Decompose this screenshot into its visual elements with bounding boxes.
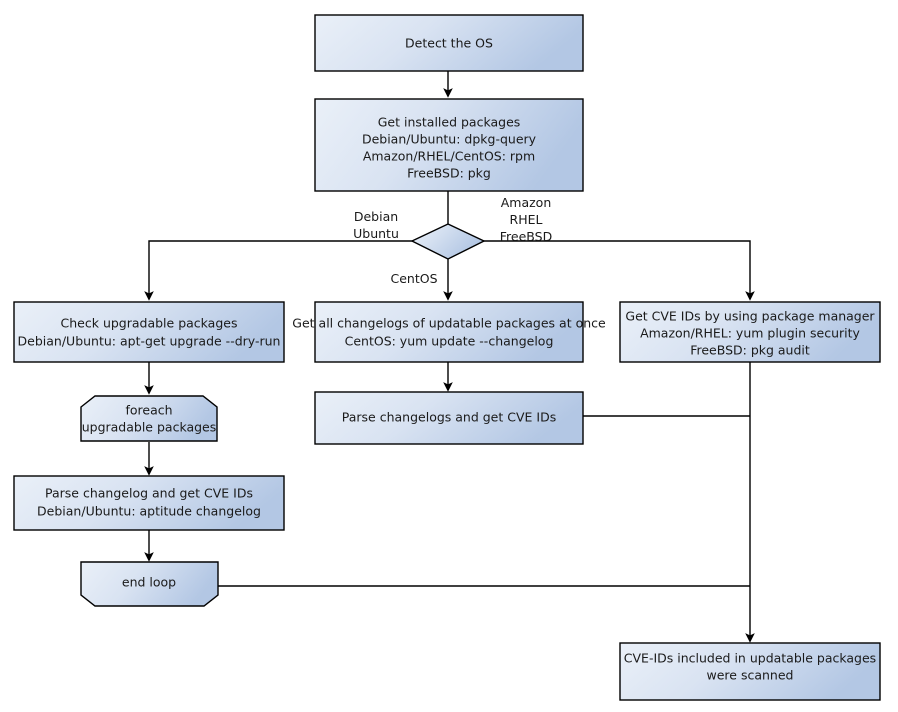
scanned-result-line1: CVE-IDs included in updatable packages (624, 651, 876, 666)
check-upgradable-box[interactable] (13, 301, 285, 363)
get-cve-ids-pkgmgr-line2: Amazon/RHEL: yum plugin security (640, 326, 860, 341)
edge-decision-to-rhel (482, 240, 755, 301)
node-foreach-loop[interactable]: foreach upgradable packages (80, 395, 218, 442)
parse-changelogs-cve-label: Parse changelogs and get CVE IDs (342, 410, 556, 425)
get-installed-packages-line1: Get installed packages (378, 115, 521, 130)
edge-label-debian-line1: Debian (354, 209, 398, 224)
detect-os-box[interactable] (314, 14, 584, 72)
get-all-changelogs-box[interactable] (314, 301, 584, 363)
edge-decision-to-debian (144, 240, 414, 301)
detect-os-label: Detect the OS (405, 36, 493, 51)
edge-label-centos: CentOS (390, 271, 437, 286)
edge-label-rhel-line3: FreeBSD (500, 229, 552, 244)
node-parse-changelog-single[interactable]: Parse changelog and get CVE IDs Debian/U… (13, 475, 285, 531)
get-all-changelogs-line1: Get all changelogs of updatable packages… (292, 316, 606, 331)
get-cve-ids-pkgmgr-line3: FreeBSD: pkg audit (690, 343, 810, 358)
scanned-result-box[interactable] (619, 642, 881, 701)
get-installed-packages-box[interactable] (314, 98, 584, 192)
edge-label-rhel-line2: RHEL (510, 212, 543, 227)
node-parse-changelogs-cve[interactable]: Parse changelogs and get CVE IDs (314, 391, 584, 445)
node-os-decision[interactable] (410, 223, 486, 260)
scanned-result-line2: were scanned (707, 668, 794, 683)
node-check-upgradable[interactable]: Check upgradable packages Debian/Ubuntu:… (13, 301, 285, 363)
foreach-loop-line2: upgradable packages (82, 420, 217, 435)
check-upgradable-line2: Debian/Ubuntu: apt-get upgrade --dry-run (18, 334, 281, 349)
get-cve-ids-pkgmgr-box[interactable] (619, 301, 881, 363)
get-cve-ids-pkgmgr-line1: Get CVE IDs by using package manager (625, 309, 875, 324)
node-scanned-result[interactable]: CVE-IDs included in updatable packages w… (619, 642, 881, 701)
get-installed-packages-line2: Debian/Ubuntu: dpkg-query (362, 132, 537, 147)
get-installed-packages-line3: Amazon/RHEL/CentOS: rpm (363, 149, 535, 164)
end-loop-label: end loop (122, 575, 176, 590)
connector-layer (144, 71, 755, 643)
check-upgradable-line1: Check upgradable packages (61, 316, 238, 331)
foreach-loop-shape[interactable] (80, 395, 218, 442)
end-loop-shape[interactable] (80, 561, 219, 607)
node-get-all-changelogs[interactable]: Get all changelogs of updatable packages… (292, 301, 606, 363)
node-end-loop[interactable]: end loop (80, 561, 219, 607)
node-detect-os[interactable]: Detect the OS (314, 14, 584, 72)
node-get-installed-packages[interactable]: Get installed packages Debian/Ubuntu: dp… (314, 98, 584, 192)
parse-changelogs-cve-box[interactable] (314, 391, 584, 445)
foreach-loop-line1: foreach (125, 403, 172, 418)
parse-changelog-single-line2: Debian/Ubuntu: aptitude changelog (37, 504, 261, 519)
get-installed-packages-line4: FreeBSD: pkg (407, 166, 491, 181)
edge-label-debian-line2: Ubuntu (353, 226, 399, 241)
os-decision-diamond[interactable] (410, 223, 486, 260)
node-get-cve-ids-pkgmgr[interactable]: Get CVE IDs by using package manager Ama… (619, 301, 881, 363)
edge-label-rhel-line1: Amazon (501, 195, 552, 210)
parse-changelog-single-line1: Parse changelog and get CVE IDs (45, 486, 253, 501)
get-all-changelogs-line2: CentOS: yum update --changelog (345, 334, 554, 349)
parse-changelog-single-box[interactable] (13, 475, 285, 531)
